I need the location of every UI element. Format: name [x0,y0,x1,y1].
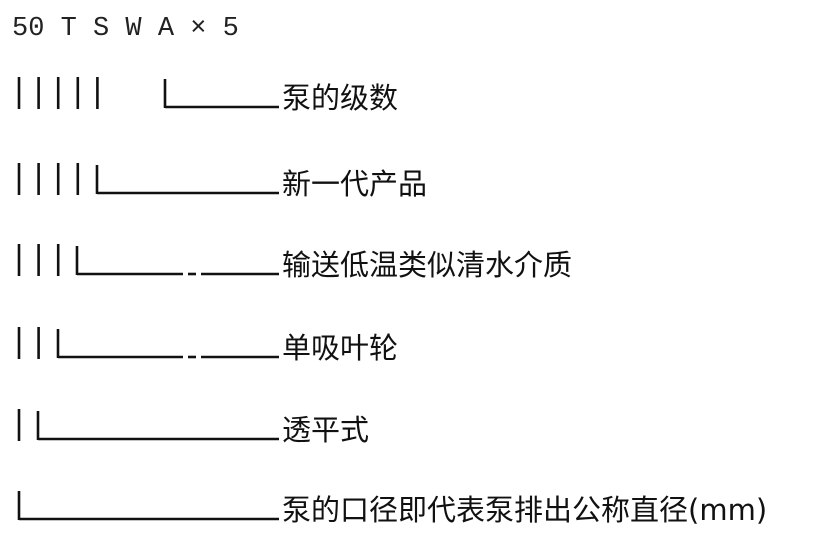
row-label: 单吸叶轮 [282,331,399,365]
model-code: 50 T S W A × 5 [12,14,239,44]
row-label: 输送低温类似清水介质 [282,248,573,282]
row-label: 泵的级数 [282,81,399,115]
row-label: 泵的口径即代表泵排出公称直径(mm) [282,493,768,527]
row-label: 新一代产品 [282,167,428,201]
row-label: 透平式 [282,413,370,447]
